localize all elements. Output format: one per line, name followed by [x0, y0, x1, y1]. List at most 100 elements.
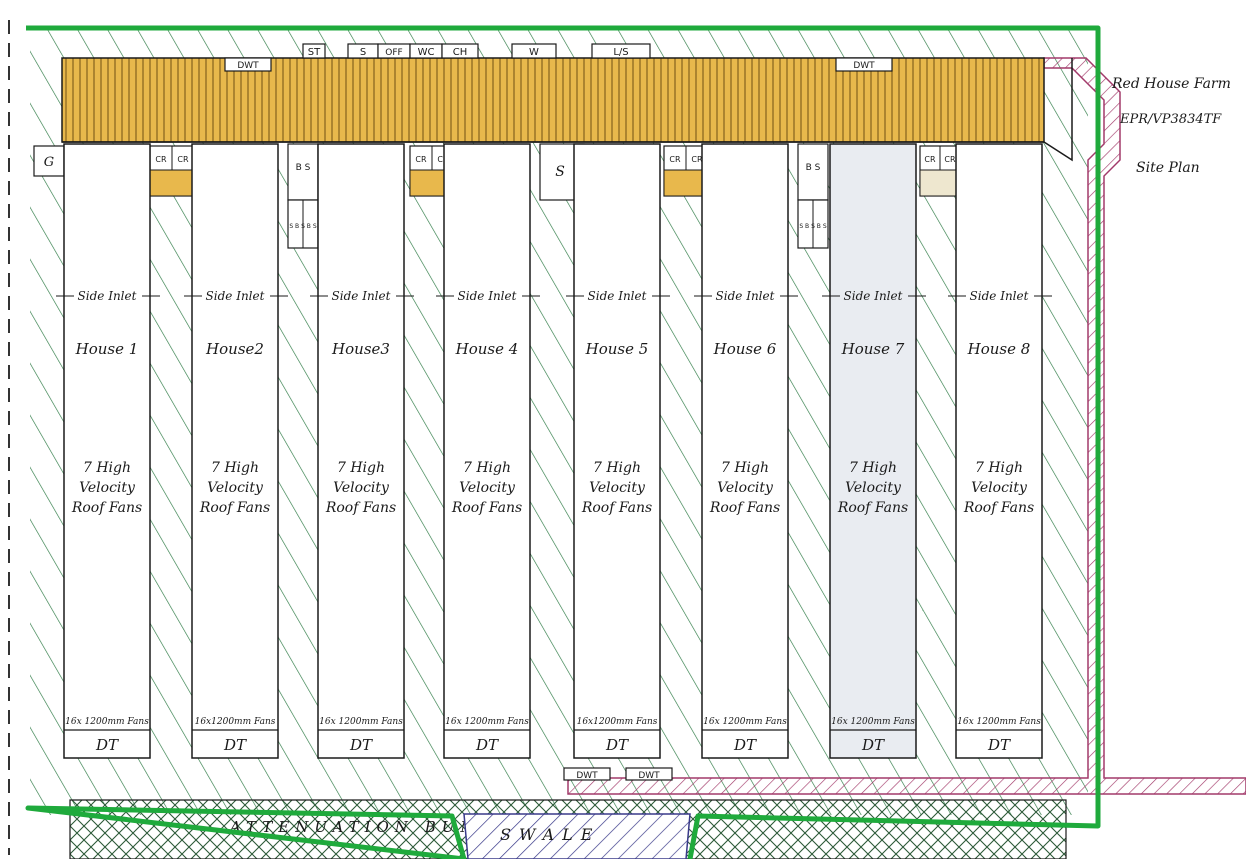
- roof-fans-line: Velocity: [845, 480, 902, 496]
- roof-fans-line: Roof Fans: [581, 500, 652, 516]
- label-s: S: [360, 47, 366, 58]
- roof-fans-line: Velocity: [717, 480, 774, 496]
- bottom-dwt-2: DWT: [638, 771, 660, 781]
- svg-text:CR: CR: [944, 155, 956, 164]
- roof-fans-line: Roof Fans: [71, 500, 142, 516]
- svg-text:CR: CR: [691, 155, 703, 164]
- access-road: [567, 57, 1246, 795]
- site-boundary: [25, 25, 1101, 859]
- roof-fans-line: 7 High: [975, 460, 1023, 476]
- swale: SWALE: [463, 813, 691, 859]
- plan-subtitle: Site Plan: [1136, 160, 1200, 176]
- house-name: House 8: [967, 340, 1031, 358]
- label-wc: WC: [418, 47, 435, 58]
- bund-label: ATTENUATION BUND: [228, 818, 498, 836]
- dt-label: DT: [605, 736, 629, 754]
- roof-fans-line: Roof Fans: [709, 500, 780, 516]
- end-fans-label: 16x 1200mm Fans: [703, 717, 787, 727]
- label-off: OFF: [385, 48, 402, 58]
- roof-fans-line: Velocity: [459, 480, 516, 496]
- end-fans-label: 16x 1200mm Fans: [445, 717, 529, 727]
- side-inlet-label: Side Inlet: [206, 289, 265, 303]
- side-inlet-label: Side Inlet: [716, 289, 775, 303]
- roof-fans-line: Roof Fans: [963, 500, 1034, 516]
- svg-text:CR: CR: [177, 155, 189, 164]
- roof-fans-line: 7 High: [593, 460, 641, 476]
- house-name: House2: [205, 340, 264, 358]
- label-st: ST: [308, 47, 321, 58]
- gate-label: G: [44, 155, 54, 170]
- swale-label: SWALE: [500, 825, 600, 844]
- dt-label: DT: [733, 736, 757, 754]
- roof-fans-line: Velocity: [333, 480, 390, 496]
- top-buildings: ST S OFF WC CH W L/S DWT DWT: [224, 43, 893, 72]
- house-name: House 7: [841, 340, 905, 358]
- roof-fans-line: 7 High: [211, 460, 259, 476]
- side-inlet-label: Side Inlet: [332, 289, 391, 303]
- svg-text:S B S B S: S B S B S: [289, 223, 316, 230]
- dt-label: DT: [987, 736, 1011, 754]
- end-fans-label: 16x1200mm Fans: [195, 717, 276, 727]
- house-name: House 4: [455, 340, 519, 358]
- svg-text:CR: CR: [924, 155, 936, 164]
- house-name: House 5: [585, 340, 649, 358]
- dt-label: DT: [95, 736, 119, 754]
- roof-fans-line: 7 High: [849, 460, 897, 476]
- roof-fans-line: 7 High: [721, 460, 769, 476]
- side-inlet-label: Side Inlet: [78, 289, 137, 303]
- roof-fans-line: Velocity: [589, 480, 646, 496]
- feed-corridor: [61, 57, 1073, 162]
- roof-fans-line: Velocity: [971, 480, 1028, 496]
- svg-text:S B S B S: S B S B S: [799, 223, 826, 230]
- svg-text:CR: CR: [415, 155, 427, 164]
- roof-fans-line: Roof Fans: [451, 500, 522, 516]
- permit-number: EPR/VP3834TF: [1119, 112, 1222, 127]
- svg-text:B S: B S: [806, 163, 821, 173]
- roof-fans-line: Velocity: [207, 480, 264, 496]
- svg-text:B S: B S: [296, 163, 311, 173]
- label-ch: CH: [453, 47, 468, 58]
- end-fans-label: 16x 1200mm Fans: [319, 717, 403, 727]
- label-dwt-2: DWT: [853, 61, 875, 71]
- label-dwt-1: DWT: [237, 61, 259, 71]
- roof-fans-line: Velocity: [79, 480, 136, 496]
- side-inlet-label: Side Inlet: [844, 289, 903, 303]
- svg-text:CR: CR: [437, 155, 449, 164]
- end-fans-label: 16x 1200mm Fans: [957, 717, 1041, 727]
- dt-label: DT: [861, 736, 885, 754]
- roof-fans-line: Roof Fans: [325, 500, 396, 516]
- house-name: House3: [331, 340, 390, 358]
- side-inlet-label: Side Inlet: [588, 289, 647, 303]
- house-name: House 6: [713, 340, 777, 358]
- end-fans-label: 16x 1200mm Fans: [65, 717, 149, 727]
- label-w: W: [529, 47, 539, 58]
- svg-text:CR: CR: [155, 155, 167, 164]
- roof-fans-line: 7 High: [83, 460, 131, 476]
- end-fans-label: 16x 1200mm Fans: [831, 717, 915, 727]
- roof-fans-line: 7 High: [337, 460, 385, 476]
- dt-label: DT: [475, 736, 499, 754]
- label-ls: L/S: [613, 47, 628, 58]
- bottom-dwt-1: DWT: [576, 771, 598, 781]
- end-fans-label: 16x1200mm Fans: [577, 717, 658, 727]
- side-inlet-label: Side Inlet: [970, 289, 1029, 303]
- dt-label: DT: [349, 736, 373, 754]
- roof-fans-line: Roof Fans: [837, 500, 908, 516]
- house-name: House 1: [75, 340, 139, 358]
- silo-label: S: [555, 164, 565, 180]
- roof-fans-line: Roof Fans: [199, 500, 270, 516]
- svg-text:CR: CR: [669, 155, 681, 164]
- dt-label: DT: [223, 736, 247, 754]
- side-inlet-label: Side Inlet: [458, 289, 517, 303]
- site-name: Red House Farm: [1111, 76, 1231, 92]
